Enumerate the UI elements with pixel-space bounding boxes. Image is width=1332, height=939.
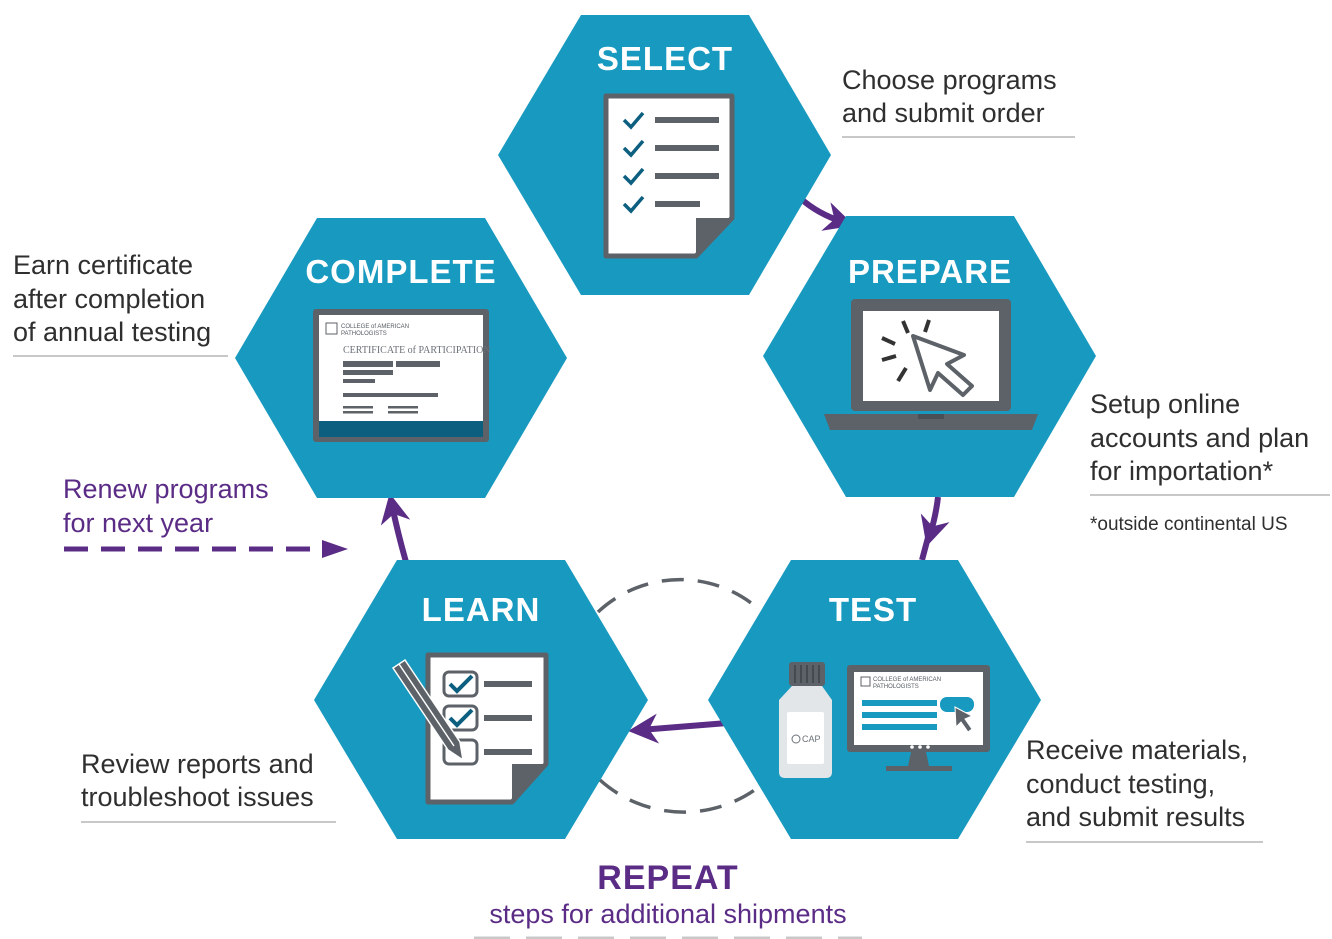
bottle-label: CAP	[802, 734, 821, 744]
complete-title: COMPLETE	[305, 253, 496, 290]
complete-step: COMPLETE COLLEGE of AMERICAN PATHOLOGIST…	[235, 218, 567, 498]
select-desc-line2: and submit order	[842, 98, 1045, 128]
screen-org-line2: PATHOLOGISTS	[873, 684, 919, 690]
complete-desc-line2: after completion	[13, 284, 205, 314]
prepare-step: PREPARE	[763, 216, 1096, 497]
learn-title: LEARN	[422, 591, 541, 628]
test-step: TEST CAP COLLEGE of AMERICAN PATHOLOGIST…	[708, 560, 1041, 839]
pen-icon	[391, 658, 465, 762]
repeat-loop-dashed-top	[596, 577, 764, 614]
certificate-screen-icon: COLLEGE of AMERICAN PATHOLOGISTS CERTIFI…	[313, 309, 491, 442]
checklist-icon	[603, 93, 735, 259]
complete-desc-line1: Earn certificate	[13, 250, 193, 280]
screen-org-line1: COLLEGE of AMERICAN	[873, 677, 941, 683]
renew-label: Renew programs for next year	[63, 474, 269, 538]
renew-arrowhead	[322, 540, 348, 558]
monitor-icon: COLLEGE of AMERICAN PATHOLOGISTS	[847, 665, 990, 771]
renew-arrow	[64, 540, 348, 558]
cursor-click-icon	[881, 319, 974, 397]
prepare-desc-line1: Setup online	[1090, 389, 1240, 419]
certificate-org-line2: PATHOLOGISTS	[341, 331, 387, 337]
complete-desc-line3: of annual testing	[13, 317, 211, 347]
arrow-select-to-prepare	[798, 195, 855, 231]
renew-line1: Renew programs	[63, 474, 269, 504]
arrow-prepare-to-test	[920, 496, 950, 547]
test-title: TEST	[829, 591, 917, 628]
learn-description: Review reports and troubleshoot issues	[81, 749, 336, 823]
learn-desc-line1: Review reports and	[81, 749, 314, 779]
repeat-label: REPEAT steps for additional shipments	[474, 859, 862, 939]
select-desc-line1: Choose programs	[842, 65, 1057, 95]
arrow-prepare-to-test-tail	[919, 529, 933, 561]
test-desc-line2: conduct testing,	[1026, 769, 1215, 799]
prepare-footnote: *outside continental US	[1090, 514, 1288, 535]
pointer-icon	[954, 706, 974, 733]
laptop-icon	[824, 299, 1038, 430]
renew-line2: for next year	[63, 508, 213, 538]
select-description: Choose programs and submit order	[842, 65, 1075, 138]
learn-desc-line2: troubleshoot issues	[81, 782, 314, 812]
select-step: SELECT	[498, 15, 831, 295]
specimen-bottle-icon: CAP	[779, 662, 832, 778]
test-desc-line3: and submit results	[1026, 802, 1245, 832]
graded-report-icon	[391, 652, 549, 805]
test-desc-line1: Receive materials,	[1026, 735, 1248, 765]
repeat-title: REPEAT	[597, 859, 738, 897]
certificate-title: CERTIFICATE of PARTICIPATION	[343, 345, 491, 356]
cycle-arrows	[380, 195, 950, 563]
complete-description: Earn certificate after completion of ann…	[13, 250, 228, 357]
repeat-subtitle: steps for additional shipments	[489, 899, 846, 929]
repeat-loop-dashed-bottom	[598, 778, 767, 814]
prepare-description: Setup online accounts and plan for impor…	[1090, 389, 1330, 535]
prepare-desc-line3: for importation*	[1090, 456, 1274, 486]
prepare-desc-line2: accounts and plan	[1090, 423, 1309, 453]
test-description: Receive materials, conduct testing, and …	[1026, 735, 1263, 843]
certificate-org-line1: COLLEGE of AMERICAN	[341, 324, 409, 330]
learn-step: LEARN	[314, 560, 648, 839]
arrow-learn-to-complete	[380, 493, 411, 563]
prepare-title: PREPARE	[848, 253, 1012, 290]
select-title: SELECT	[597, 40, 733, 77]
